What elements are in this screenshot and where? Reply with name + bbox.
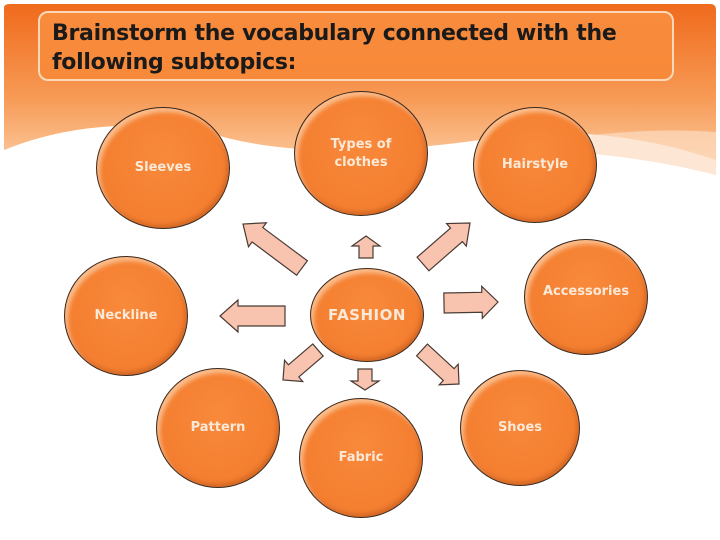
subtopic-shoes: Shoes — [460, 370, 580, 486]
subtopic-sleeves: Sleeves — [96, 107, 230, 229]
subtopic-hairstyle: Hairstyle — [473, 107, 597, 223]
arrow-to-pattern-icon — [282, 343, 325, 383]
node-label: Sleeves — [134, 160, 192, 175]
node-label: Hairstyle — [501, 157, 569, 172]
subtopic-fabric: Fabric — [299, 398, 423, 518]
arrow-to-neckline-icon — [219, 298, 286, 334]
subtopic-types-of-clothes: Types of clothes — [294, 91, 428, 216]
arrow-to-fabric-icon — [348, 368, 382, 391]
arrow-to-shoes-icon — [415, 343, 460, 386]
node-label: Shoes — [497, 420, 543, 435]
arrow-to-hairstyle-icon — [416, 222, 471, 272]
arrow-to-sleeves-icon — [242, 222, 309, 277]
node-label: Accessories — [542, 284, 630, 299]
subtopic-neckline: Neckline — [64, 256, 188, 376]
subtopic-pattern: Pattern — [156, 368, 280, 488]
subtopic-accessories: Accessories — [524, 239, 648, 355]
node-label: Pattern — [190, 420, 246, 435]
node-label: FASHION — [328, 306, 406, 324]
arrow-to-accessories-icon — [443, 284, 499, 320]
center-node-fashion: FASHION — [310, 268, 424, 362]
node-label: Neckline — [94, 308, 158, 323]
node-label: Types of clothes — [330, 136, 392, 170]
title-box: Brainstorm the vocabulary connected with… — [38, 11, 674, 81]
arrow-to-types-of-clothes-icon — [350, 235, 382, 259]
node-label: Fabric — [338, 450, 384, 465]
slide-title: Brainstorm the vocabulary connected with… — [52, 21, 617, 75]
